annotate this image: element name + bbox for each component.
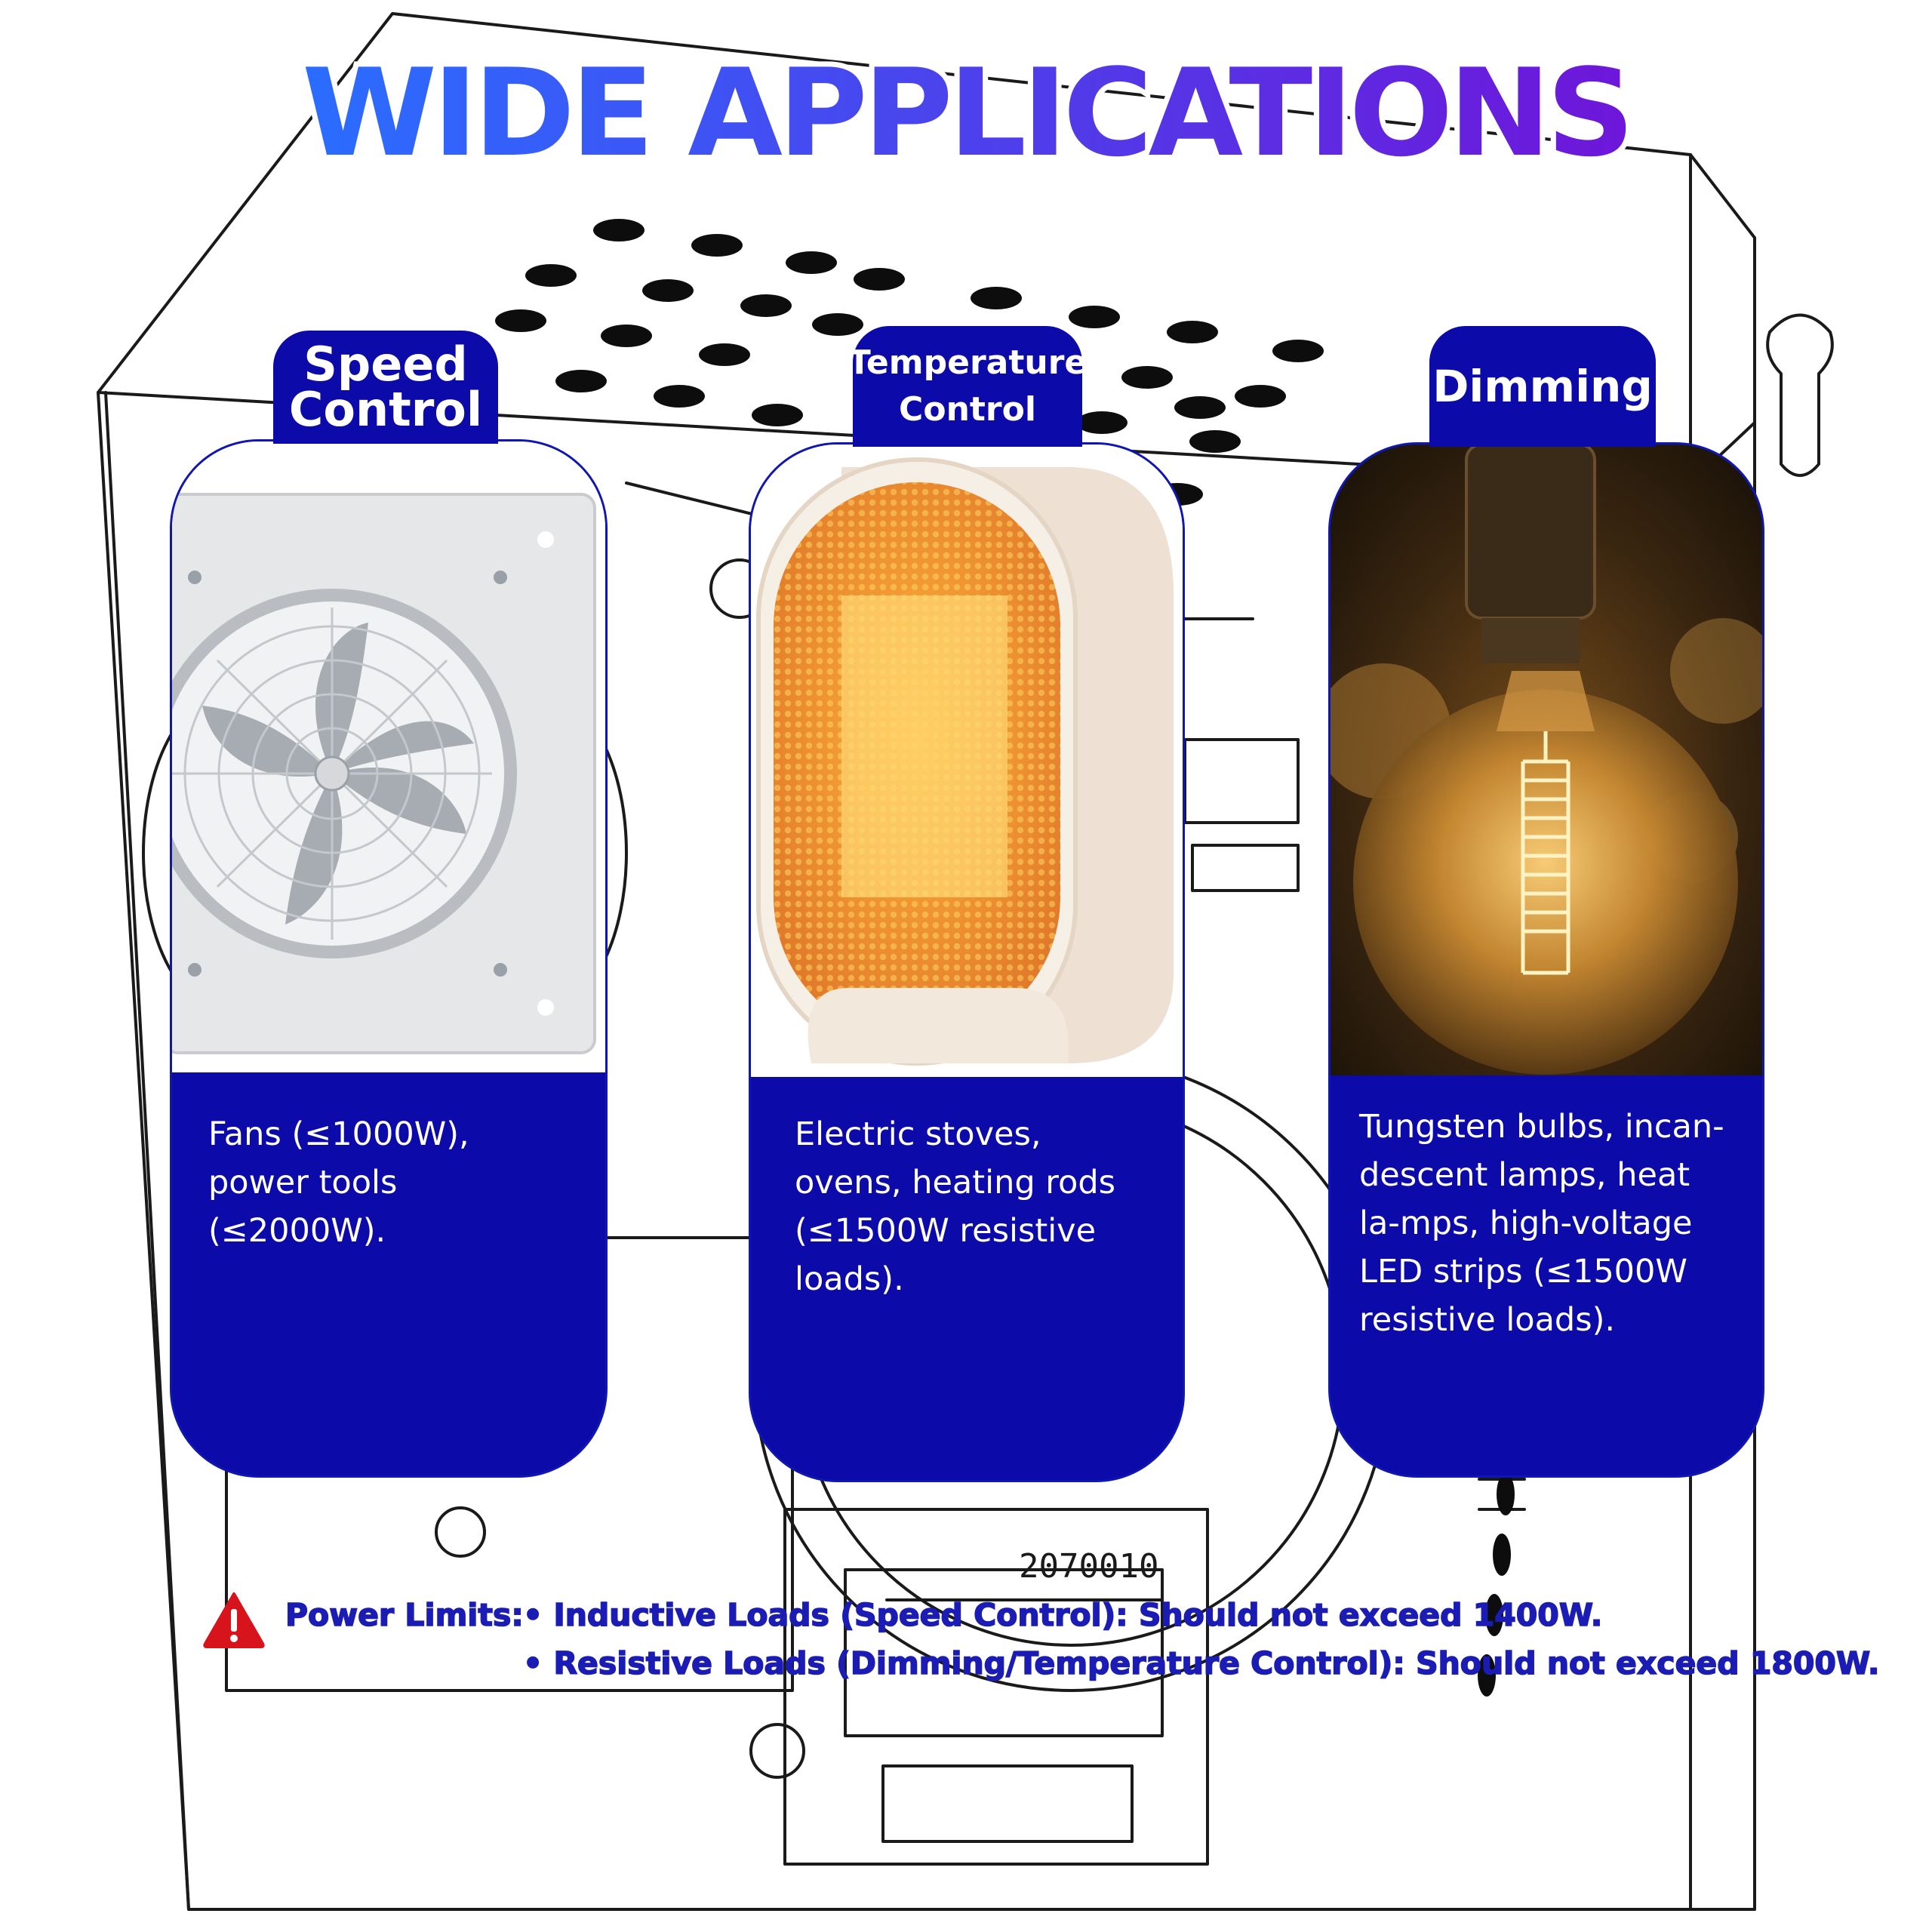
edison-filament-bulb-image — [1331, 445, 1762, 1075]
tab-temperature-control-line2: Control — [899, 390, 1036, 429]
card-temperature-control-description: Electric stoves, ovens, heating rods (≤1… — [795, 1115, 1116, 1298]
card-speed-control-description: Fans (≤1000W), power tools (≤2000W). — [208, 1115, 469, 1250]
ceramic-space-heater-image — [751, 445, 1183, 1077]
power-limits-label: Power Limits: — [285, 1596, 524, 1634]
wall-exhaust-fan-image — [172, 441, 605, 1072]
headline-title: WIDE APPLICATIONS — [302, 42, 1630, 181]
power-limits-inductive: • Inductive Loads (Speed Control): Shoul… — [522, 1596, 1603, 1634]
tab-speed-control-line2: Control — [288, 382, 483, 437]
card-temperature-control: Electric stoves, ovens, heating rods (≤1… — [749, 442, 1185, 1482]
card-speed-control: Fans (≤1000W), power tools (≤2000W). — [170, 439, 608, 1478]
card-dimming: Tungsten bulbs, incan-descent lamps, hea… — [1328, 442, 1764, 1478]
tab-temperature-control: Temperature Control — [848, 326, 1087, 447]
card-dimming-description: Tungsten bulbs, incan-descent lamps, hea… — [1359, 1108, 1724, 1339]
headline-container: WIDE APPLICATIONS — [0, 30, 1932, 181]
tab-dimming: Dimming — [1429, 326, 1656, 447]
tab-speed-control: Speed Control — [273, 331, 498, 444]
power-limits-notice: Power Limits: • Inductive Loads (Speed C… — [202, 1591, 1880, 1697]
headline-graphic: WIDE APPLICATIONS — [297, 37, 1640, 181]
tab-speed-control-line1: Speed — [303, 337, 468, 392]
warning-triangle-icon — [203, 1592, 265, 1648]
tab-temperature-control-line1: Temperature — [848, 343, 1088, 382]
power-limits-resistive: • Resistive Loads (Dimming/Temperature C… — [522, 1644, 1880, 1682]
tab-dimming-label: Dimming — [1432, 361, 1653, 412]
bg-label-code: 2070010 — [1019, 1547, 1158, 1586]
